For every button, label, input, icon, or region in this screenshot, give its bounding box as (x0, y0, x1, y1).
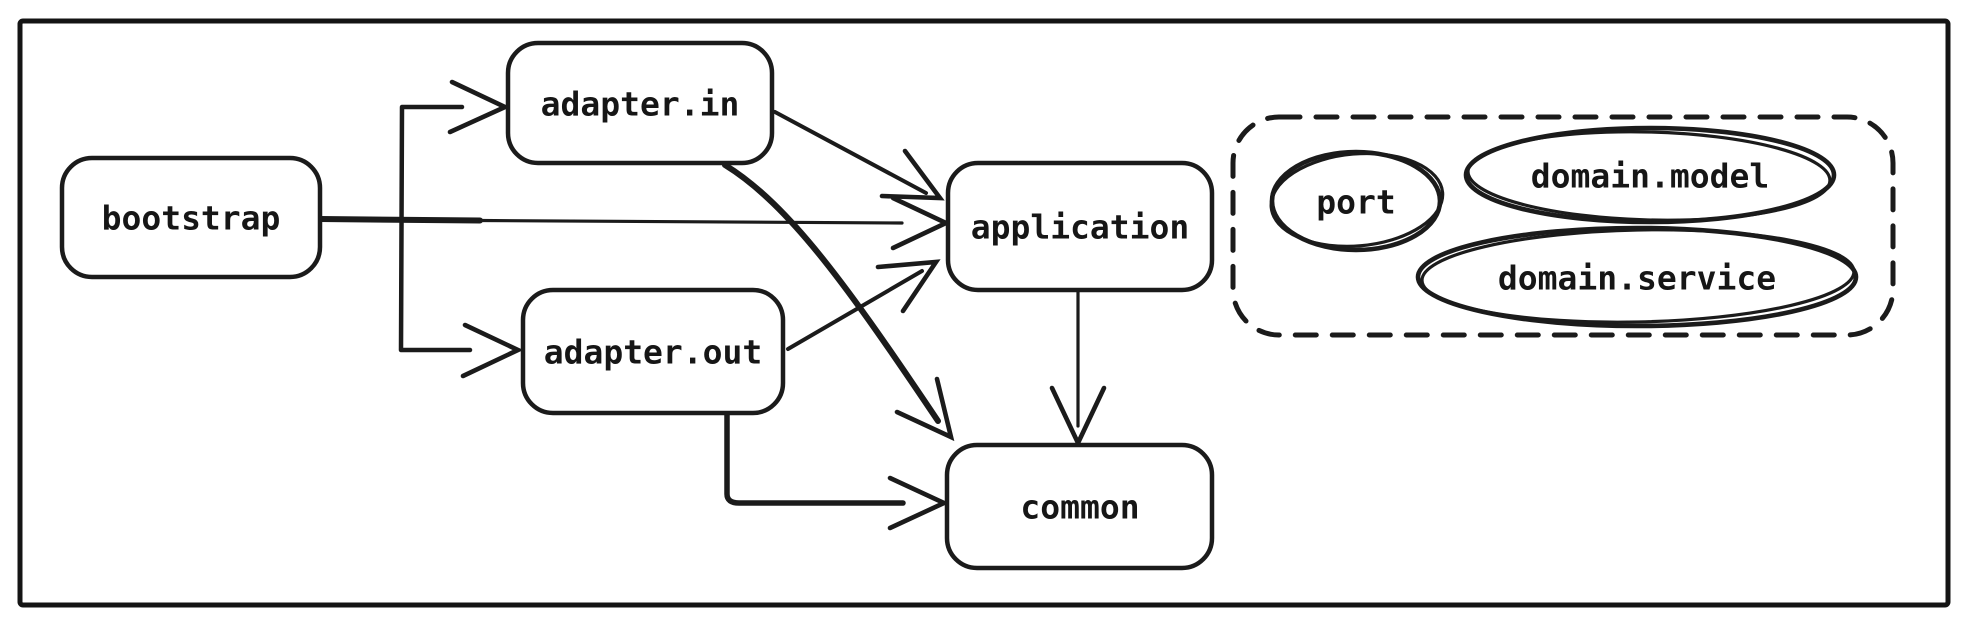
node-bootstrap: bootstrap (59, 155, 323, 280)
application-label: application (971, 208, 1190, 247)
adapter-in-box (505, 40, 775, 166)
edge-bootstrap-application-2 (478, 218, 904, 225)
application-box (945, 160, 1215, 293)
domain-service-label: domain.service (1498, 259, 1776, 298)
port-label: port (1316, 183, 1395, 222)
common-box (944, 442, 1215, 571)
arrowhead-adapter-out-application (875, 259, 941, 314)
port-ellipse-sketch (1269, 151, 1445, 248)
ellipse-domain-model: domain.model (1463, 125, 1837, 225)
domain-group-border (1230, 114, 1896, 338)
edge-adapter-out-common (724, 410, 906, 506)
edge-layer (317, 79, 1107, 531)
arrowhead-adapter-out-common (887, 475, 950, 531)
node-adapter-out: adapter.out (520, 287, 786, 416)
ellipse-port: port (1269, 149, 1445, 253)
domain-model-label: domain.model (1531, 157, 1769, 196)
common-label: common (1020, 488, 1139, 527)
diagram-border (17, 18, 1951, 608)
node-common: common (944, 442, 1215, 571)
adapter-out-label: adapter.out (544, 333, 763, 372)
node-application: application (945, 160, 1215, 293)
domain-group: port domain.model domain.service (1230, 114, 1896, 338)
node-adapter-in: adapter.in (505, 40, 775, 166)
edge-bootstrap-branch (398, 104, 473, 353)
bootstrap-label: bootstrap (102, 199, 281, 238)
adapter-out-box (520, 287, 786, 416)
arrowhead-adapter-in-application (879, 148, 945, 201)
arrowhead-bootstrap-adapter-in (447, 79, 511, 135)
domain-service-ellipse-sketch (1420, 228, 1856, 324)
domain-model-ellipse (1463, 125, 1837, 225)
domain-service-ellipse (1415, 225, 1859, 329)
bootstrap-box (59, 155, 323, 280)
arrowhead-adapter-in-common (894, 376, 955, 442)
adapter-in-label: adapter.in (541, 85, 740, 124)
edge-adapter-in-common (722, 162, 941, 424)
edge-adapter-in-application (773, 110, 928, 195)
arrowhead-bootstrap-adapter-out (460, 322, 524, 379)
edge-adapter-out-application (786, 269, 924, 351)
domain-model-ellipse-sketch (1466, 130, 1832, 222)
ellipse-domain-service: domain.service (1415, 225, 1859, 329)
